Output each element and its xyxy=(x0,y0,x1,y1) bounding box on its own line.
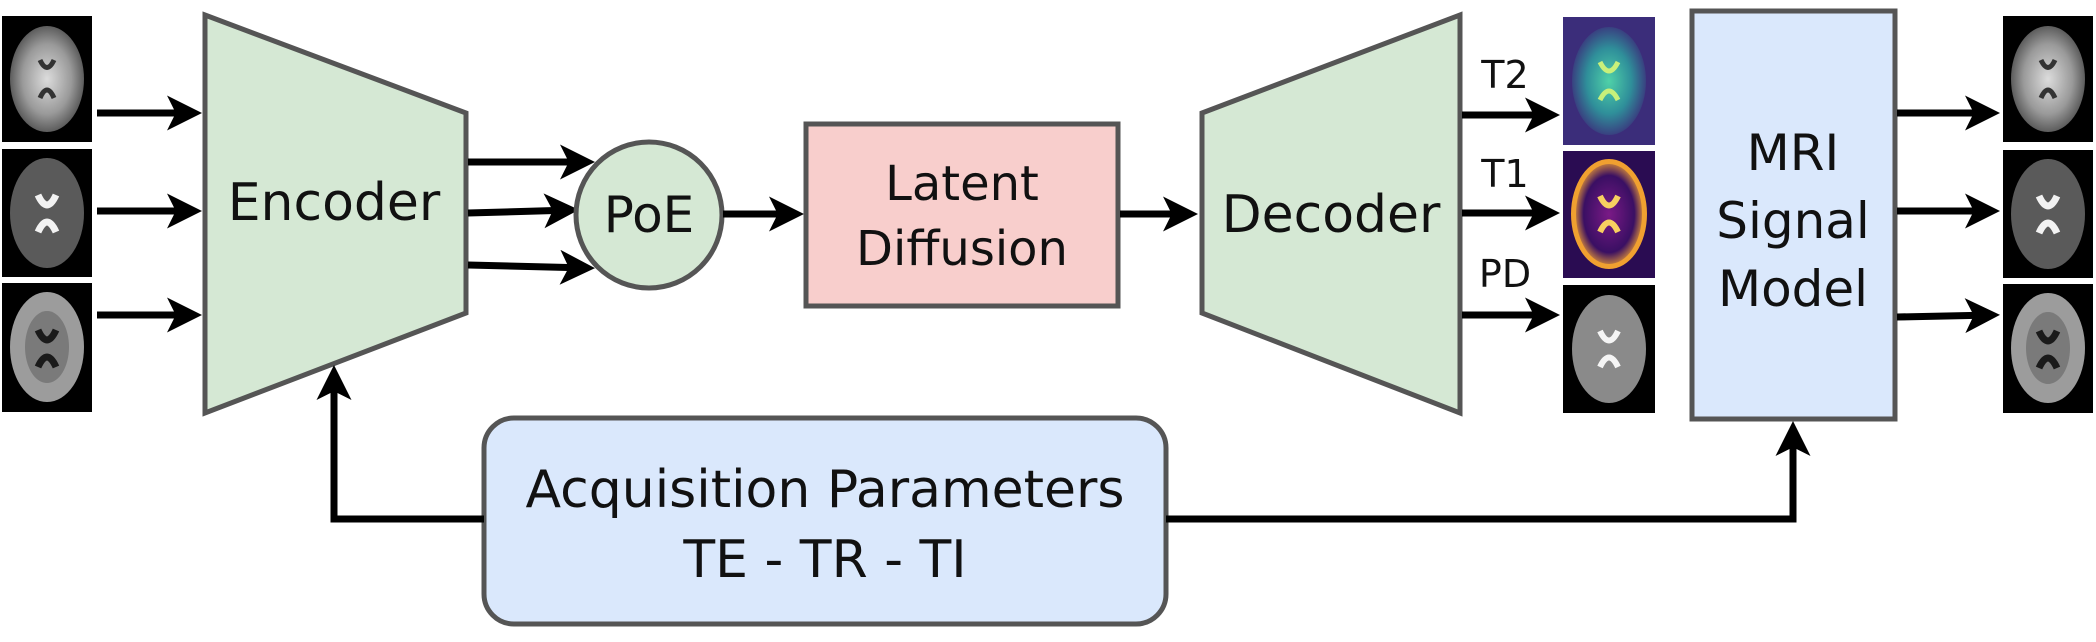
input-images xyxy=(2,16,92,412)
input-image-2 xyxy=(2,149,92,277)
output-image-2 xyxy=(2003,150,2093,278)
poe-label: PoE xyxy=(604,186,695,244)
mri-label-line1: MRI xyxy=(1747,124,1840,182)
encoder-block xyxy=(202,11,469,417)
parameter-maps xyxy=(1563,17,1655,413)
mri-label-line3: Model xyxy=(1718,260,1868,318)
decoder-label: Decoder xyxy=(1222,185,1441,245)
output-arrow-3 xyxy=(1896,298,2000,334)
latent-label-line1: Latent xyxy=(885,156,1039,212)
acquisition-encoder-arrow xyxy=(316,365,484,523)
acquisition-label-line2: TE - TR - TI xyxy=(682,530,966,590)
pd-label: PD xyxy=(1479,252,1531,296)
acquisition-label-line1: Acquisition Parameters xyxy=(526,460,1125,520)
output-images xyxy=(2003,16,2093,413)
acquisition-parameters-block xyxy=(481,415,1169,627)
input-image-1 xyxy=(2,16,92,142)
output-image-1 xyxy=(2003,16,2093,142)
mri-signal-model-block xyxy=(1689,8,1898,422)
t1-label: T1 xyxy=(1480,152,1528,196)
t2-map-image xyxy=(1563,17,1655,145)
t2-label: T2 xyxy=(1480,53,1528,97)
latent-diffusion-block xyxy=(803,121,1121,309)
decoder-block xyxy=(1199,11,1463,417)
pd-map-image xyxy=(1563,285,1655,413)
encoder-poe-arrow-2 xyxy=(467,193,579,229)
acquisition-mri-arrow xyxy=(1166,421,1811,523)
mri-label-line2: Signal xyxy=(1716,192,1870,250)
input-image-3 xyxy=(2,283,92,412)
output-image-3 xyxy=(2003,284,2093,413)
latent-label-line2: Diffusion xyxy=(856,221,1068,277)
encoder-label: Encoder xyxy=(228,173,441,233)
poe-node xyxy=(573,139,725,291)
t1-map-image xyxy=(1563,151,1655,278)
encoder-poe-arrow-3 xyxy=(467,249,595,285)
